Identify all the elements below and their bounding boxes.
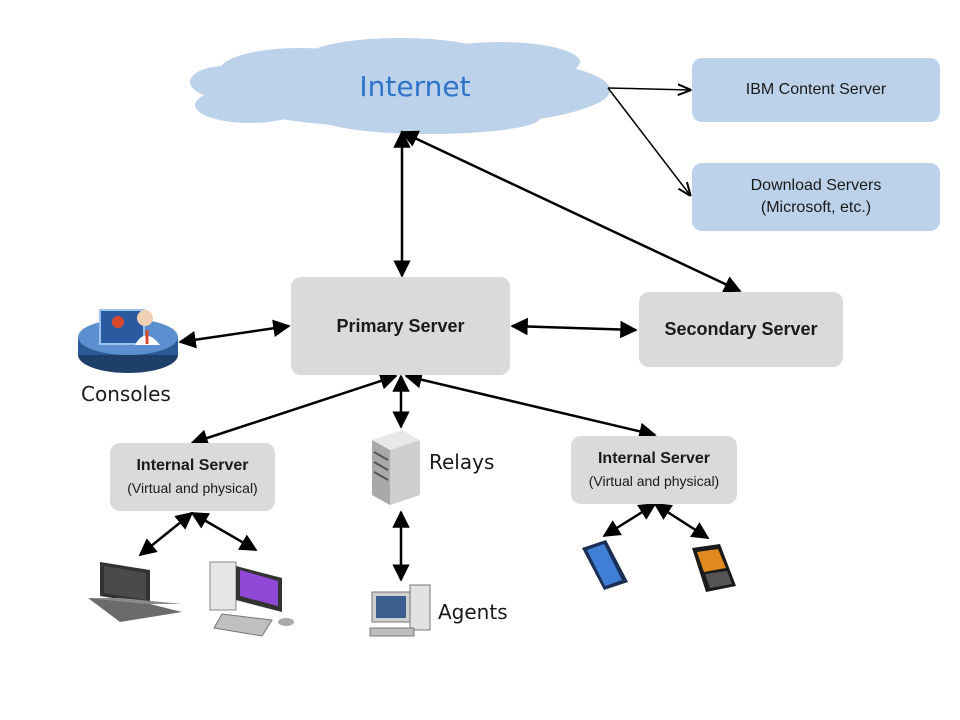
primary-server-box: Primary Server xyxy=(291,277,510,375)
arrow-consoles-primary xyxy=(178,319,291,349)
arrow-primary-internal-right xyxy=(404,371,657,440)
smartphone-blue-icon xyxy=(582,540,628,590)
arrow-internal-right-phone-black xyxy=(653,502,710,540)
internal-server-right-title: Internal Server xyxy=(597,450,711,467)
relays-label: Relays xyxy=(429,450,495,474)
arrow-internet-download xyxy=(607,87,690,195)
secondary-server-label: Secondary Server xyxy=(664,319,818,339)
agents-label: Agents xyxy=(438,600,508,624)
arrow-internal-right-phone-blue xyxy=(602,502,657,538)
ibm-content-server-box: IBM Content Server xyxy=(692,58,940,122)
console-operator-icon xyxy=(78,309,178,373)
download-servers-line2: (Microsoft, etc.) xyxy=(760,199,872,216)
desktop-purple-icon xyxy=(209,561,294,637)
arrow-internal-left-desktop xyxy=(190,511,258,552)
arrow-primary-secondary xyxy=(510,317,638,339)
ibm-content-server-label: IBM Content Server xyxy=(745,81,887,98)
internal-server-left-subtitle: (Virtual and physical) xyxy=(127,480,258,496)
internal-server-right-box: Internal Server (Virtual and physical) xyxy=(571,436,737,504)
arrow-internet-ibm xyxy=(607,88,690,90)
secondary-server-box: Secondary Server xyxy=(639,292,843,367)
internal-server-right-subtitle: (Virtual and physical) xyxy=(588,473,720,489)
download-servers-box: Download Servers (Microsoft, etc.) xyxy=(692,163,940,231)
smartphone-black-icon xyxy=(692,544,736,592)
consoles-label: Consoles xyxy=(81,382,171,406)
internet-label: Internet xyxy=(359,70,471,103)
arrow-primary-internal-left xyxy=(190,372,398,447)
internal-server-left-title: Internal Server xyxy=(136,457,249,474)
laptop-icon xyxy=(88,562,182,622)
connection-arrows xyxy=(138,130,742,582)
arrow-internet-secondary xyxy=(400,130,742,293)
arrow-internal-left-laptop xyxy=(138,511,194,557)
internal-server-left-box: Internal Server (Virtual and physical) xyxy=(110,443,275,511)
primary-server-label: Primary Server xyxy=(336,315,465,336)
server-tower-icon xyxy=(372,430,420,505)
internet-cloud-icon xyxy=(190,38,610,134)
outbound-arrows xyxy=(607,87,690,195)
desktop-computer-icon xyxy=(369,584,431,637)
download-servers-line1: Download Servers xyxy=(750,177,882,194)
